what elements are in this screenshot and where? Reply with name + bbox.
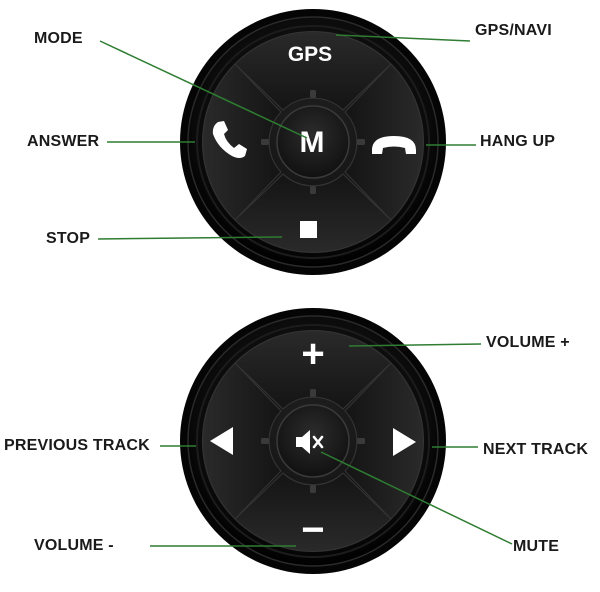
phone-hangup-icon: [372, 136, 416, 154]
leader-line-stop: [97, 236, 283, 240]
phone-answer-icon: [212, 121, 247, 158]
speaker-mute-icon: [296, 430, 324, 454]
leader-line-mode: [99, 40, 308, 139]
triangle-right-icon: [393, 428, 416, 456]
label-mode: MODE: [34, 30, 83, 47]
leader-line-gps: [335, 34, 471, 42]
leader-line-mute: [320, 451, 513, 545]
top-controller: GPS M: [179, 8, 447, 276]
label-answer: ANSWER: [27, 133, 100, 150]
label-next-track: NEXT TRACK: [483, 441, 589, 458]
bottom-controller: + −: [179, 307, 447, 575]
leader-lines: [97, 34, 513, 547]
label-gps-navi: GPS/NAVI: [475, 22, 552, 39]
mode-button-text: M: [300, 126, 325, 159]
label-volume-down: VOLUME -: [34, 537, 114, 554]
label-volume-up: VOLUME +: [486, 334, 570, 351]
label-stop: STOP: [46, 230, 91, 247]
label-hang-up: HANG UP: [480, 133, 556, 150]
triangle-left-icon: [210, 427, 233, 455]
gps-button-text: GPS: [288, 43, 332, 66]
leader-line-volume-up: [348, 343, 482, 347]
label-previous-track: PREVIOUS TRACK: [4, 437, 150, 454]
volume-up-button-text: +: [301, 332, 324, 376]
label-mute: MUTE: [513, 538, 560, 555]
stop-square-icon: [300, 221, 317, 238]
volume-down-button-text: −: [301, 508, 324, 552]
